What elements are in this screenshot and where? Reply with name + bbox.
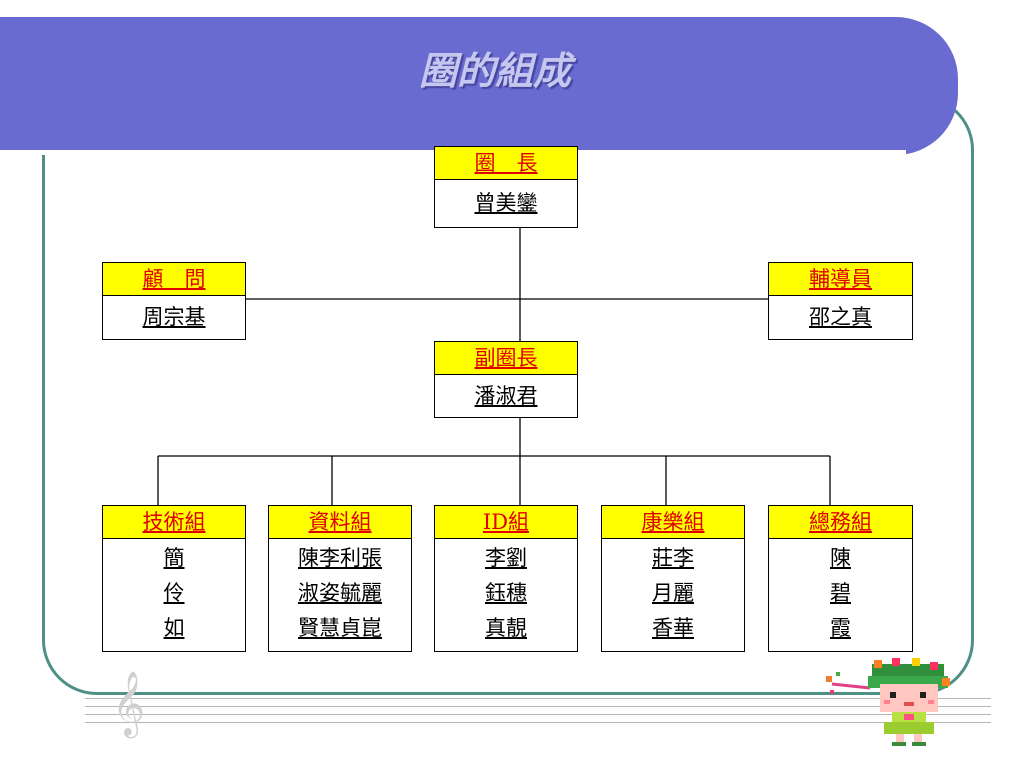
team-member-line: 莊李 — [652, 546, 694, 570]
team-member-line: 如 — [163, 616, 185, 640]
team-member-line: 鈺穗 — [485, 581, 527, 605]
team-member-line: 伶 — [163, 581, 185, 605]
treble-clef-icon: 𝄞 — [112, 671, 146, 736]
team-member-line: 簡 — [163, 546, 185, 570]
team-members: 李劉 鈺穗 真靚 — [435, 539, 577, 646]
team-member-line: 李劉 — [485, 546, 527, 570]
team-member-line: 霞 — [830, 616, 851, 640]
advisor-name: 周宗基 — [142, 305, 206, 329]
team-box-general-affairs: 總務組 陳 碧 霞 — [768, 505, 913, 652]
counselor-role: 輔導員 — [769, 263, 912, 296]
team-member-line: 香華 — [652, 616, 694, 640]
team-role: 總務組 — [769, 506, 912, 539]
music-staff — [85, 690, 991, 735]
team-role: ID組 — [435, 506, 577, 539]
team-member-line: 陳 — [830, 546, 851, 570]
team-role: 資料組 — [269, 506, 411, 539]
advisor-role: 顧 問 — [103, 263, 245, 296]
team-box-data: 資料組 陳李利張 淑姿毓麗 賢慧貞崑 — [268, 505, 412, 652]
chief-box: 圈 長 曾美鑾 — [434, 146, 578, 228]
vice-chief-name: 潘淑君 — [474, 384, 538, 408]
chief-name: 曾美鑾 — [474, 191, 538, 215]
cartoon-girl-icon — [826, 658, 950, 746]
team-members: 簡 伶 如 — [103, 539, 245, 646]
team-member-line: 陳李利張 — [298, 546, 382, 570]
team-member-line: 月麗 — [652, 581, 694, 605]
advisor-box: 顧 問 周宗基 — [102, 262, 246, 340]
team-member-line: 淑姿毓麗 — [298, 581, 382, 605]
chief-role: 圈 長 — [435, 147, 577, 180]
counselor-name: 邵之真 — [809, 305, 872, 329]
vice-chief-box: 副圈長 潘淑君 — [434, 341, 578, 418]
team-member-line: 碧 — [830, 581, 851, 605]
team-box-id: ID組 李劉 鈺穗 真靚 — [434, 505, 578, 652]
team-role: 康樂組 — [602, 506, 744, 539]
slide-title: 圈的組成 — [418, 48, 571, 93]
counselor-box: 輔導員 邵之真 — [768, 262, 913, 340]
team-member-line: 真靚 — [485, 616, 527, 640]
team-members: 陳李利張 淑姿毓麗 賢慧貞崑 — [269, 539, 411, 646]
team-role: 技術組 — [103, 506, 245, 539]
team-box-tech: 技術組 簡 伶 如 — [102, 505, 246, 652]
team-box-recreation: 康樂組 莊李 月麗 香華 — [601, 505, 745, 652]
team-members: 陳 碧 霞 — [769, 539, 912, 646]
vice-chief-role: 副圈長 — [435, 342, 577, 375]
team-members: 莊李 月麗 香華 — [602, 539, 744, 646]
team-member-line: 賢慧貞崑 — [298, 616, 382, 640]
